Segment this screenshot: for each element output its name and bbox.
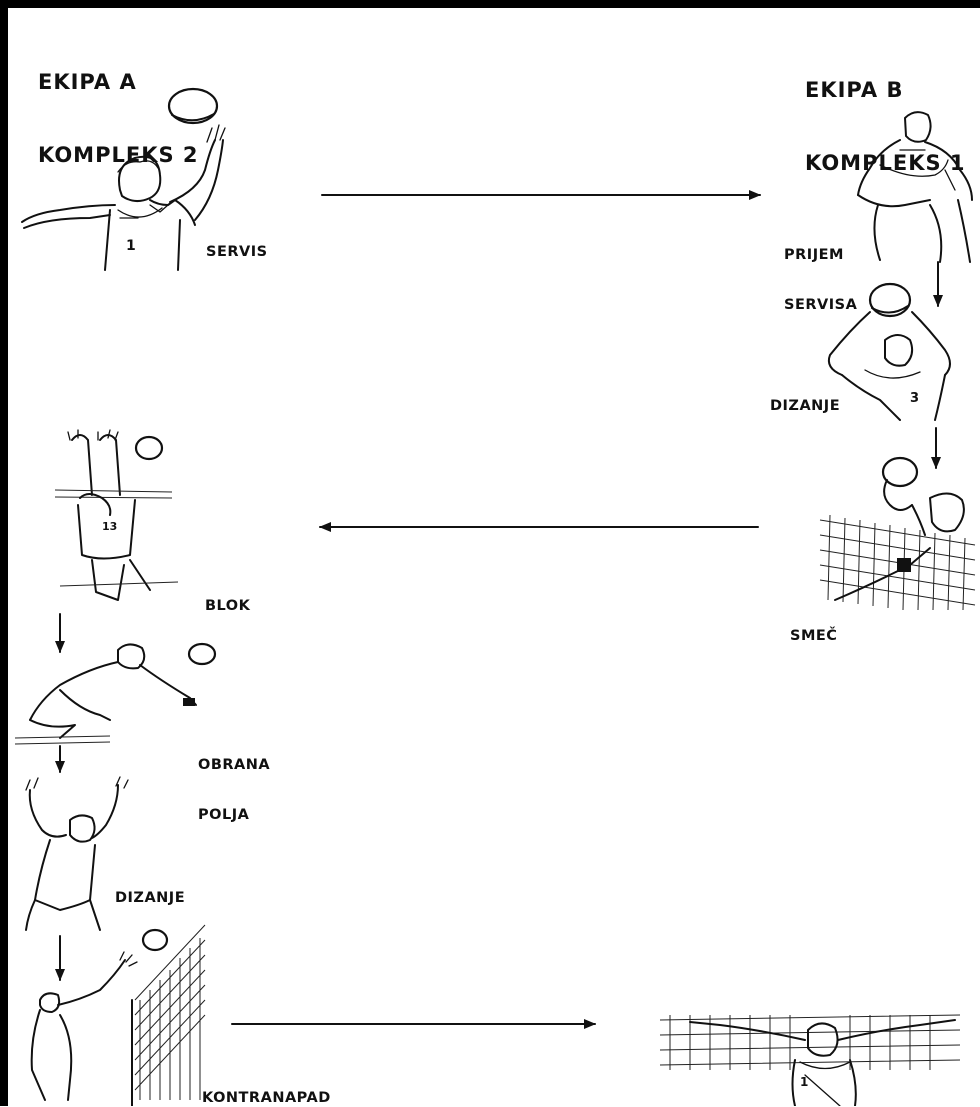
- label-smec: SMEČ: [790, 628, 838, 644]
- team-a-name: EKIPA A: [38, 70, 137, 95]
- label-blok: BLOK: [205, 598, 251, 614]
- team-b-header: EKIPA B KOMPLEKS 1: [805, 30, 966, 199]
- smec-figure: [819, 456, 976, 611]
- obrana-figure: [14, 642, 217, 745]
- team-a-header: EKIPA A KOMPLEKS 2: [38, 22, 199, 191]
- volleyball-icon: [187, 642, 217, 666]
- volleyball-icon: [134, 435, 164, 461]
- label-obrana-polja: OBRANA POLJA: [198, 724, 270, 841]
- dizanje-a-figure: [25, 776, 129, 931]
- kontranapad-figure: [30, 924, 206, 1106]
- team-a-complex: KOMPLEKS 2: [38, 142, 199, 167]
- volleyball-icon: [141, 928, 169, 952]
- volleyball-icon: [881, 456, 919, 488]
- team-b-name: EKIPA B: [805, 78, 904, 103]
- prijem-figure: [857, 111, 973, 263]
- volleyball-icon: [868, 282, 912, 318]
- label-prijem-line2: SERVISA: [784, 297, 858, 314]
- label-kontranapad: KONTRANAPAD: [202, 1090, 331, 1106]
- label-obrana-line1: OBRANA: [198, 757, 271, 774]
- label-dizanje-b: DIZANJE: [770, 398, 841, 414]
- final-block-figure: [659, 1014, 961, 1106]
- label-prijem-line1: PRIJEM: [784, 247, 844, 264]
- final-jersey-number: 1: [800, 1075, 808, 1089]
- servis-jersey-number: 1: [126, 238, 136, 254]
- label-dizanje-a: DIZANJE: [115, 890, 186, 906]
- team-b-complex: KOMPLEKS 1: [805, 150, 966, 175]
- dizanje-b-figure: [827, 282, 951, 421]
- label-prijem-servisa: PRIJEM SERVISA: [784, 214, 857, 331]
- dizanje-b-jersey-number: 3: [910, 391, 919, 406]
- blok-jersey-number: 13: [102, 520, 117, 533]
- servis-figure: [21, 87, 226, 271]
- volleyball-icon: [167, 87, 219, 125]
- blok-figure: [54, 429, 179, 601]
- label-obrana-line2: POLJA: [198, 807, 250, 824]
- label-servis: SERVIS: [206, 244, 268, 260]
